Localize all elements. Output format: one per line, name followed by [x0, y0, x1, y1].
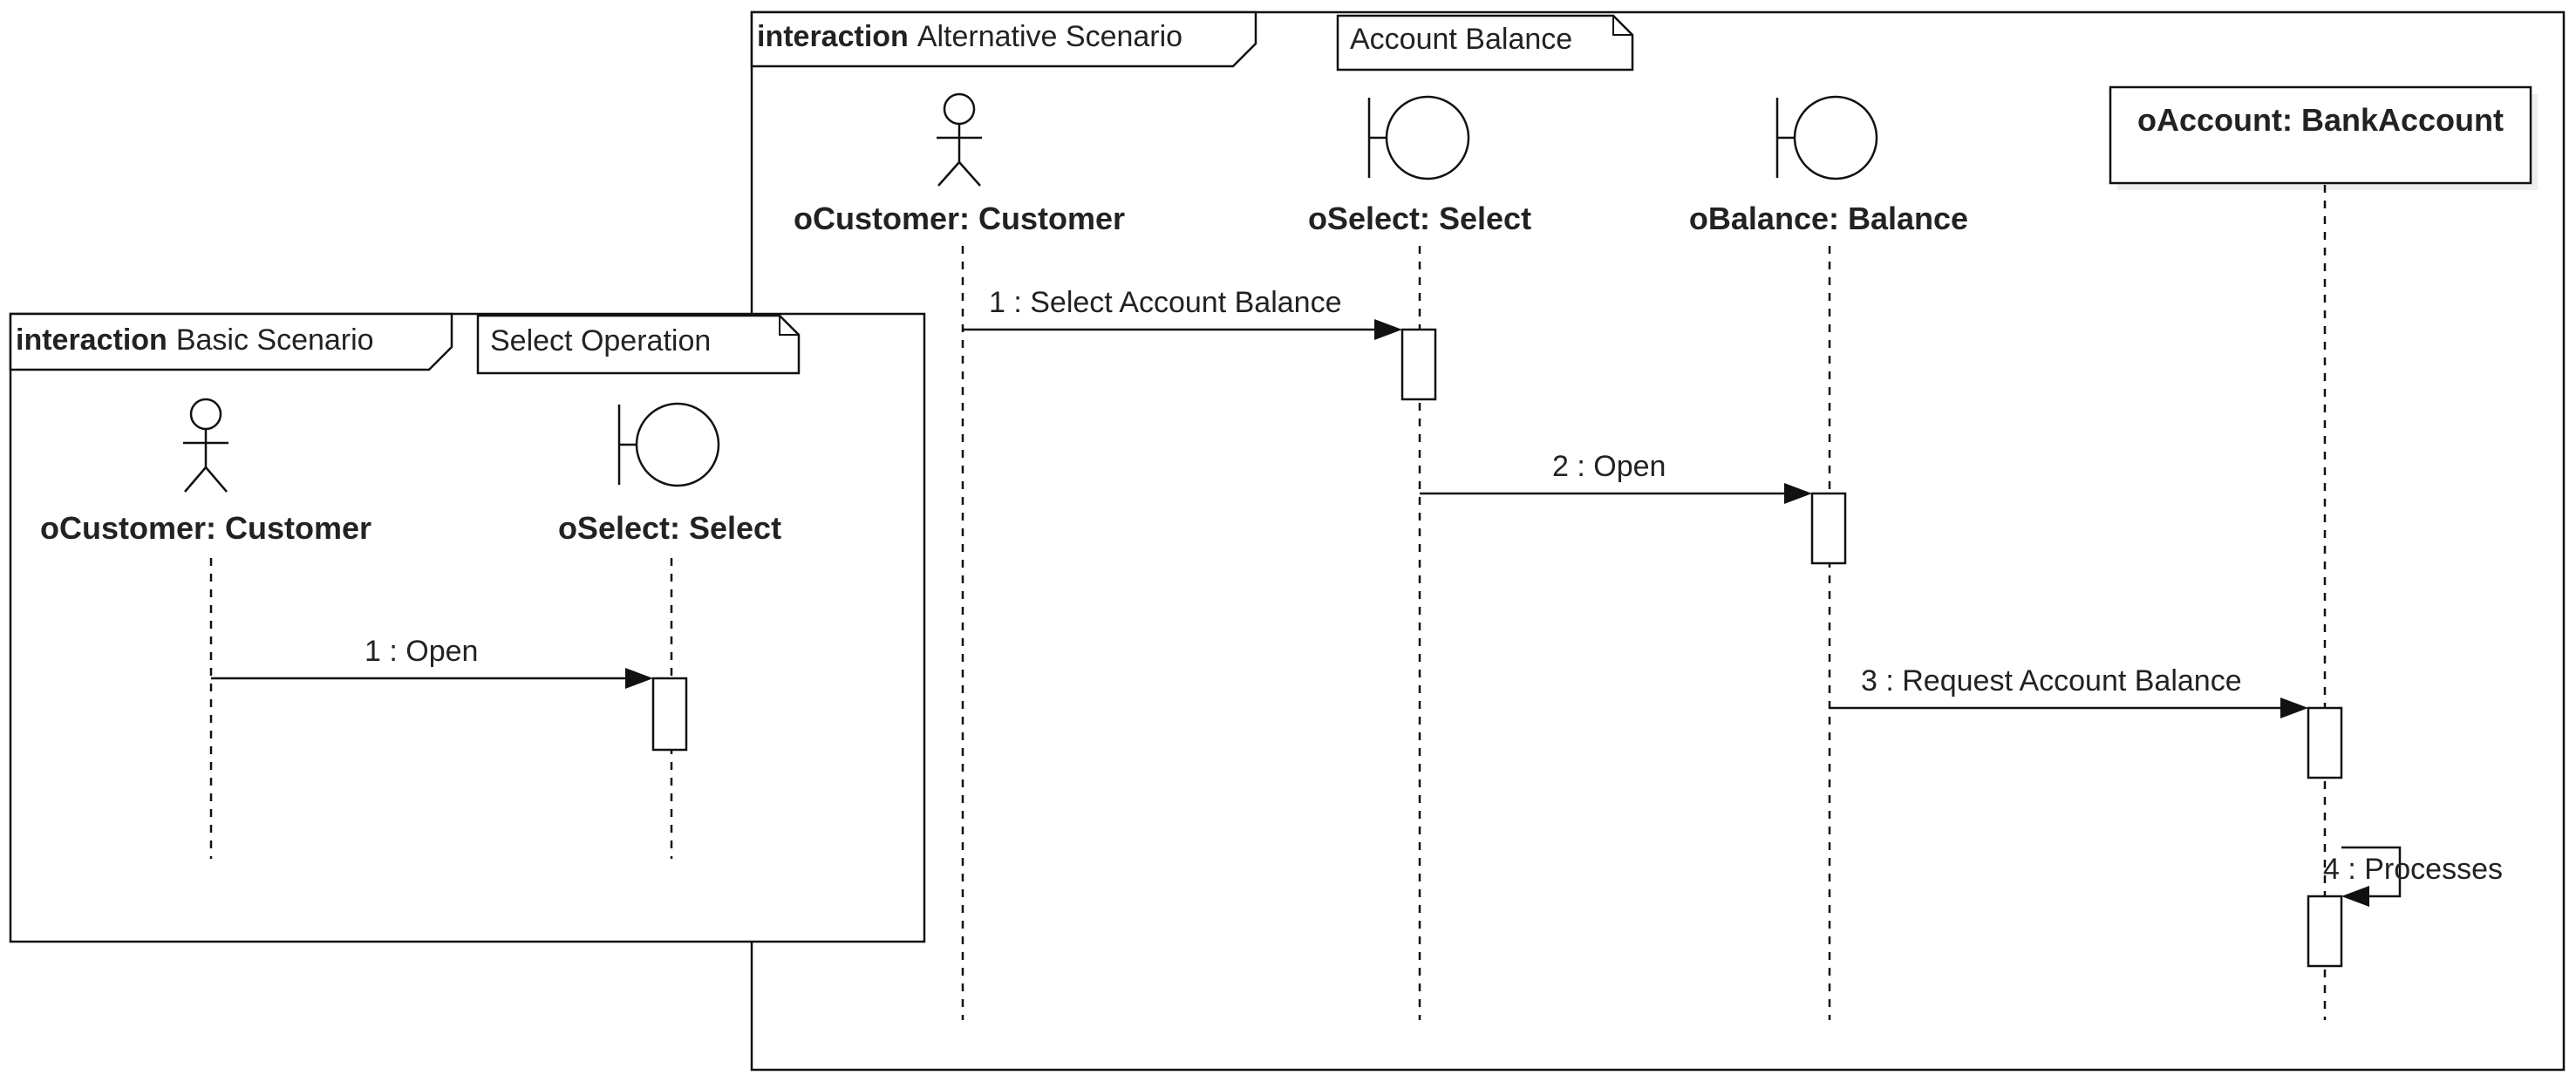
message-label: 3 : Request Account Balance: [1861, 664, 2242, 698]
lifeline-label: oCustomer: Customer: [794, 201, 1125, 236]
frame-tab: [9, 312, 453, 371]
object-box: [2109, 85, 2532, 185]
lifeline-label: oSelect: Select: [558, 510, 781, 546]
lifeline-select: oSelect: Select: [558, 402, 781, 859]
frame-keyword: interaction: [16, 323, 167, 357]
actor-icon: [937, 92, 982, 187]
message-label: 2 : Open: [1552, 450, 1666, 483]
note-text: Select Operation: [490, 324, 711, 357]
arrowhead: [1374, 319, 1402, 340]
lifeline-label: oCustomer: Customer: [40, 510, 371, 546]
message-2: 2 : Open: [1420, 450, 1812, 504]
lifeline-select: oSelect: Select: [1308, 95, 1531, 1020]
lifeline-label: oSelect: Select: [1308, 201, 1531, 236]
note-text: Account Balance: [1350, 23, 1572, 56]
message-4-self: 4 : Processes: [2323, 846, 2503, 907]
message-1: 1 : Open: [211, 635, 653, 689]
lifeline-label: oAccount: BankAccount: [2137, 102, 2504, 138]
arrowhead: [625, 668, 653, 689]
frame-border: [9, 312, 926, 943]
activation-bar: [2307, 895, 2343, 968]
frame-name: Alternative Scenario: [917, 20, 1182, 53]
message-3: 3 : Request Account Balance: [1830, 664, 2308, 718]
activation-bar: [1810, 492, 1847, 565]
note-account-balance: Account Balance: [1336, 14, 1634, 71]
lifeline-account: oAccount: BankAccount: [2109, 85, 2538, 1020]
boundary-icon: [617, 402, 720, 487]
activation-bar: [2307, 706, 2343, 779]
frame-tab: [750, 10, 1257, 68]
message-label: 1 : Open: [365, 635, 478, 668]
boundary-icon: [1775, 95, 1878, 180]
arrowhead: [1784, 483, 1812, 504]
boundary-icon: [1367, 95, 1470, 180]
frame-title: interaction Basic Scenario: [16, 323, 374, 357]
arrowhead: [2341, 886, 2369, 907]
frame-name: Basic Scenario: [176, 323, 374, 357]
actor-icon: [183, 398, 228, 493]
lifeline-label: oBalance: Balance: [1689, 201, 1968, 236]
note-select-operation: Select Operation: [476, 314, 801, 375]
message-label: 1 : Select Account Balance: [989, 286, 1341, 319]
message-label: 4 : Processes: [2323, 853, 2503, 886]
arrowhead: [2280, 698, 2308, 718]
activation-bar: [1400, 328, 1437, 401]
message-1: 1 : Select Account Balance: [963, 286, 1402, 340]
activation-bar: [651, 677, 688, 752]
frame-basic-scenario: interaction Basic Scenario Select Operati…: [9, 312, 926, 943]
lifeline-customer: oCustomer: Customer: [40, 398, 371, 859]
lifeline-customer: oCustomer: Customer: [794, 92, 1125, 1020]
lifeline-balance: oBalance: Balance: [1689, 95, 1968, 1020]
frame-keyword: interaction: [757, 20, 909, 53]
